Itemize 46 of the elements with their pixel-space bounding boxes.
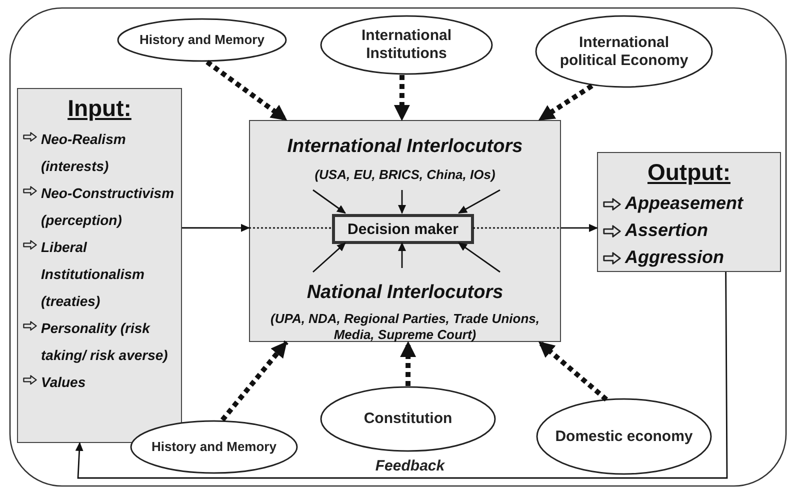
list-item: Values [41, 373, 86, 392]
dotted-arrow [538, 340, 608, 402]
list-item: Neo-Realism (interests) [41, 130, 127, 176]
node-text: International political Economy [558, 34, 690, 70]
interlocutors-box [249, 120, 561, 342]
arrow [458, 242, 500, 273]
arrow [398, 190, 406, 214]
group-heading: National Interlocutors [306, 281, 504, 305]
list-item: Aggression [625, 246, 724, 269]
node-text: Domestic economy [554, 428, 694, 446]
factor-ellipse [320, 386, 496, 452]
group-heading: International Interlocutors [286, 135, 524, 159]
arrow [182, 224, 250, 232]
box-heading: Input: [66, 95, 132, 122]
list-box [597, 152, 781, 272]
factor-ellipse [320, 15, 493, 75]
node-text: History and Memory [150, 439, 278, 455]
arrow [458, 189, 500, 214]
factor-ellipse [117, 18, 287, 62]
dotted-arrow [206, 60, 288, 122]
arrow [561, 224, 598, 232]
node-text: Decision maker [348, 220, 458, 238]
node-text: International Institutions [360, 27, 452, 63]
list-item: Personality (risk taking/ risk averse) [41, 319, 169, 365]
node-text: History and Memory [138, 32, 266, 48]
dotted-arrow [538, 84, 594, 122]
factor-ellipse [535, 15, 713, 88]
arrow [312, 189, 346, 214]
list-item: Neo-Constructivism (perception) [41, 184, 176, 230]
member-list: (USA, EU, BRICS, China, IOs) [260, 167, 550, 184]
list-box [17, 88, 182, 443]
factor-ellipse [536, 398, 712, 475]
list-item: Appeasement [625, 192, 744, 215]
box-heading: Output: [646, 159, 732, 186]
dotted-arrow [400, 341, 416, 386]
decision-box [332, 214, 474, 244]
list-item: Assertion [625, 219, 708, 242]
arrow [398, 242, 406, 268]
node-text: Constitution [362, 410, 454, 428]
list-item: Liberal Institutionalism (treaties) [41, 238, 146, 311]
arrow [312, 242, 346, 273]
factor-ellipse [130, 420, 298, 474]
dotted-arrow [394, 75, 410, 121]
member-list: (UPA, NDA, Regional Parties, Trade Unions, Media, Supreme Court) [260, 311, 550, 344]
arrow [75, 272, 728, 479]
dotted-arrow [220, 340, 288, 422]
